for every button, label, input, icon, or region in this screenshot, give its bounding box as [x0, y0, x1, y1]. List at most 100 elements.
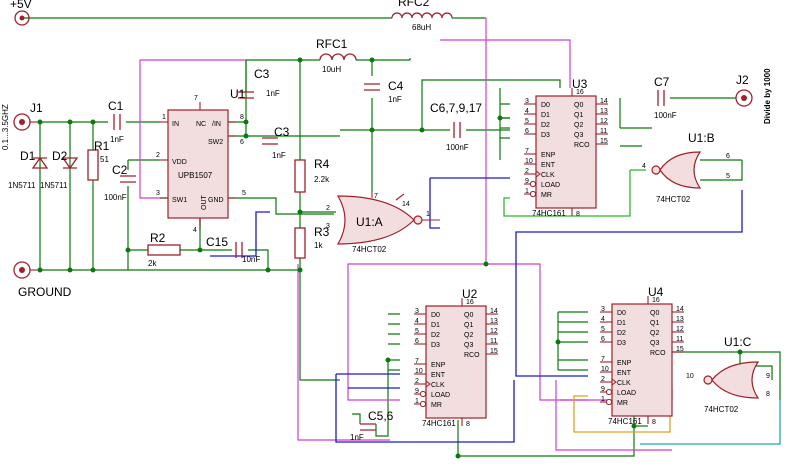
- counter-vcc-pin: 16: [652, 297, 660, 304]
- gate-u1a-pin1: 1: [426, 211, 430, 218]
- counter-pin-label: Q3: [574, 132, 583, 139]
- counter-u2[interactable]: U274HC161168D03D14D25D36ENP7ENT10CLK2LOA…: [414, 287, 498, 428]
- counter-pin-label: D2: [541, 122, 550, 129]
- counter-pin-number: 4: [415, 318, 419, 325]
- j2-label: J2: [736, 73, 749, 87]
- counter-vcc-pin: 16: [466, 299, 474, 306]
- c3-top-label: C3: [254, 67, 270, 81]
- prescaler-pin3-num: 3: [156, 190, 160, 197]
- gate-u1b[interactable]: U1:B 74HCT02 6 5 4: [642, 131, 730, 204]
- prescaler-pin1-num: 1: [162, 114, 166, 121]
- capacitor-c4: C4 1nF: [364, 79, 404, 104]
- ground-label: GROUND: [18, 285, 72, 299]
- counter-ref: U3: [572, 77, 588, 91]
- counter-pin-label: MR: [431, 402, 442, 409]
- capacitor-c2: C2 100nF: [104, 163, 136, 202]
- counter-pin-number: 12: [490, 328, 498, 335]
- counter-pin-label: Q0: [650, 310, 659, 317]
- c1-label: C1: [108, 99, 124, 113]
- counter-pin-number: 9: [415, 388, 419, 395]
- rfc2-label: RFC2: [398, 0, 430, 9]
- r2-label: R2: [150, 231, 166, 245]
- resistor-r2: R2 2k: [147, 231, 181, 268]
- counter-pin-label: Q2: [464, 332, 473, 339]
- counter-pin-number: 4: [601, 316, 605, 323]
- counter-pin-label: ENT: [431, 372, 446, 379]
- capacitor-c5: C5,6 1nF: [350, 409, 394, 442]
- counter-pin-label: MR: [541, 192, 552, 199]
- c6-label: C6,7,9,17: [430, 101, 482, 115]
- counter-pin-number: 2: [525, 168, 529, 175]
- c2-label: C2: [112, 163, 128, 177]
- counter-pin-label: Q0: [574, 102, 583, 109]
- ground-connector[interactable]: GROUND: [13, 261, 72, 299]
- counter-pin-number: 7: [601, 356, 605, 363]
- junction-dots: [37, 57, 743, 459]
- gate-u1c[interactable]: U1:C 74HCT02 9 8 10: [686, 335, 770, 414]
- r4-label: R4: [314, 157, 330, 171]
- capacitor-c15: C15 10nF: [206, 235, 260, 264]
- vcc-connector[interactable]: +5V: [10, 0, 32, 26]
- gate-u1a-pin2: 2: [326, 205, 330, 212]
- r4-value: 2.2k: [314, 175, 330, 184]
- counter-pin-number: 12: [676, 326, 684, 333]
- counter-pin-number: 6: [415, 338, 419, 345]
- counter-pin-number: 13: [600, 108, 608, 115]
- counter-pin-number: 10: [601, 366, 609, 373]
- counter-pin-number: 2: [415, 378, 419, 385]
- prescaler-ref: U1: [230, 87, 246, 101]
- counter-pin-label: MR: [617, 400, 628, 407]
- rfc2-value: 68uH: [412, 23, 431, 32]
- resistor-r3: R3 1k: [294, 225, 330, 259]
- c4-value: 1nF: [388, 95, 402, 104]
- counter-pin-label: RCO: [650, 350, 666, 357]
- counter-u3[interactable]: U374HC161168D03D14D25D36ENP7ENT10CLK2LOA…: [524, 77, 608, 218]
- gate-u1a-pin7: 7: [374, 193, 378, 200]
- gate-u1a-pin3: 3: [326, 223, 330, 230]
- c1-value: 1nF: [110, 135, 124, 144]
- d2-value: 1N5711: [40, 181, 68, 190]
- diode-d1: D1 1N5711: [8, 149, 49, 190]
- gate-u1a[interactable]: U1:A 74HCT02 2 3 1 14 7: [326, 192, 440, 254]
- prescaler-pin6-num: 6: [240, 139, 244, 146]
- connector-j2[interactable]: J2 Divide by 1000: [735, 68, 772, 124]
- c2-value: 100nF: [104, 193, 127, 202]
- connector-j1[interactable]: J1 0.1...3.5GHZ: [1, 101, 43, 150]
- c15-label: C15: [206, 235, 228, 249]
- counter-pin-number: 5: [415, 328, 419, 335]
- gate-u1b-pin6: 6: [726, 153, 730, 160]
- capacitor-c3-top: C3 1nF: [238, 67, 280, 99]
- counter-pin-label: ENT: [617, 370, 632, 377]
- counter-pin-number: 7: [415, 358, 419, 365]
- counter-pin-label: D3: [541, 132, 550, 139]
- counter-pin-number: 14: [490, 308, 498, 315]
- c7-value: 100nF: [654, 111, 677, 120]
- prescaler-pin-vdd: VDD: [172, 159, 187, 166]
- counter-pin-label: LOAD: [541, 182, 560, 189]
- counter-pin-number: 11: [600, 128, 607, 135]
- counter-pin-label: Q0: [464, 312, 473, 319]
- counter-pin-number: 9: [525, 178, 529, 185]
- resistor-r4: R4 2.2k: [294, 157, 330, 193]
- counter-ref: U2: [462, 287, 478, 301]
- prescaler-chip[interactable]: U1 UPB1507 IN NC /IN SW2 VDD SW1 OUT GND…: [156, 87, 246, 234]
- j1-frequency-note: 0.1...3.5GHZ: [1, 104, 10, 150]
- counter-pin-number: 3: [415, 308, 419, 315]
- c6-value: 100nF: [446, 143, 469, 152]
- counter-part: 74HC161: [532, 209, 566, 218]
- counter-pin-label: D0: [431, 312, 440, 319]
- counter-pin-label: D3: [431, 342, 440, 349]
- c3-top-value: 1nF: [266, 89, 280, 98]
- c3-mid-label: C3: [274, 125, 290, 139]
- gate-u1a-part: 74HCT02: [352, 245, 387, 254]
- counter-pin-label: Q3: [650, 340, 659, 347]
- rfc1-value: 10uH: [322, 65, 341, 74]
- prescaler-pin-gnd: GND: [208, 197, 224, 204]
- prescaler-pin-in: IN: [172, 121, 179, 128]
- counter-vcc-pin: 16: [576, 89, 584, 96]
- counter-gnd-pin: 8: [652, 419, 656, 426]
- counter-pin-number: 1: [601, 396, 605, 403]
- counter-u4[interactable]: U474HC161168D03D14D25D36ENP7ENT10CLK2LOA…: [600, 285, 684, 426]
- d2-label: D2: [52, 149, 68, 163]
- prescaler-pin-nin: /IN: [212, 121, 221, 128]
